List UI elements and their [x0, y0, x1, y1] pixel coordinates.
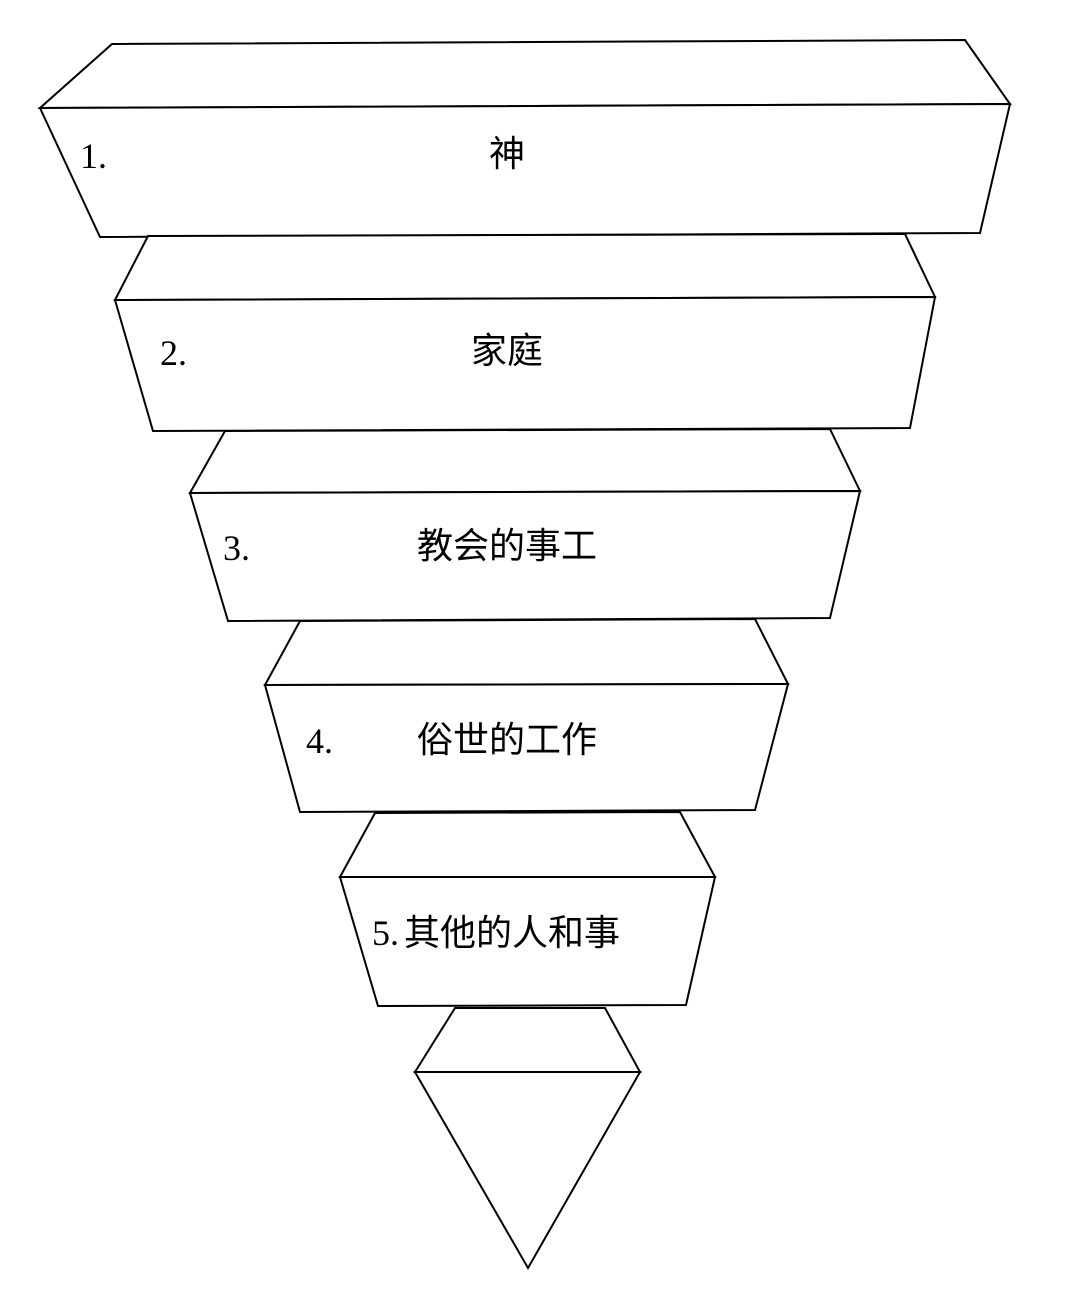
level-3-top-face — [188, 427, 862, 495]
level-2-top-face — [113, 232, 937, 302]
level-2-label: 家庭 — [471, 331, 543, 372]
level-4-block: 4. 俗世的工作 — [263, 617, 790, 814]
level-2-number: 2. — [160, 333, 187, 373]
level-3-block: 3. 教会的事工 — [188, 427, 862, 623]
tip-top-face — [413, 1007, 642, 1073]
level-4-label: 俗世的工作 — [417, 720, 597, 761]
pyramid-tip — [413, 1007, 642, 1271]
level-3-number: 3. — [223, 528, 250, 568]
level-2-front-face — [113, 295, 937, 433]
level-1-number: 1. — [80, 136, 107, 176]
tip-point — [413, 1071, 642, 1271]
level-5-block: 5. 其他的人和事 — [338, 810, 717, 1008]
level-2-block: 2. 家庭 — [113, 232, 937, 433]
level-5-number: 5. — [372, 913, 399, 953]
level-3-front-face — [188, 489, 862, 623]
level-1-top-face — [37, 38, 1012, 110]
level-1-block: 1. 神 — [37, 38, 1012, 239]
level-1-front-face — [38, 102, 1012, 239]
level-5-label: 其他的人和事 — [404, 913, 620, 954]
level-4-top-face — [263, 617, 790, 687]
level-5-front-face — [338, 876, 717, 1008]
level-4-number: 4. — [306, 721, 333, 761]
level-3-label: 教会的事工 — [417, 526, 597, 567]
level-1-label: 神 — [489, 134, 525, 175]
level-5-top-face — [338, 810, 717, 878]
level-4-front-face — [263, 682, 790, 814]
